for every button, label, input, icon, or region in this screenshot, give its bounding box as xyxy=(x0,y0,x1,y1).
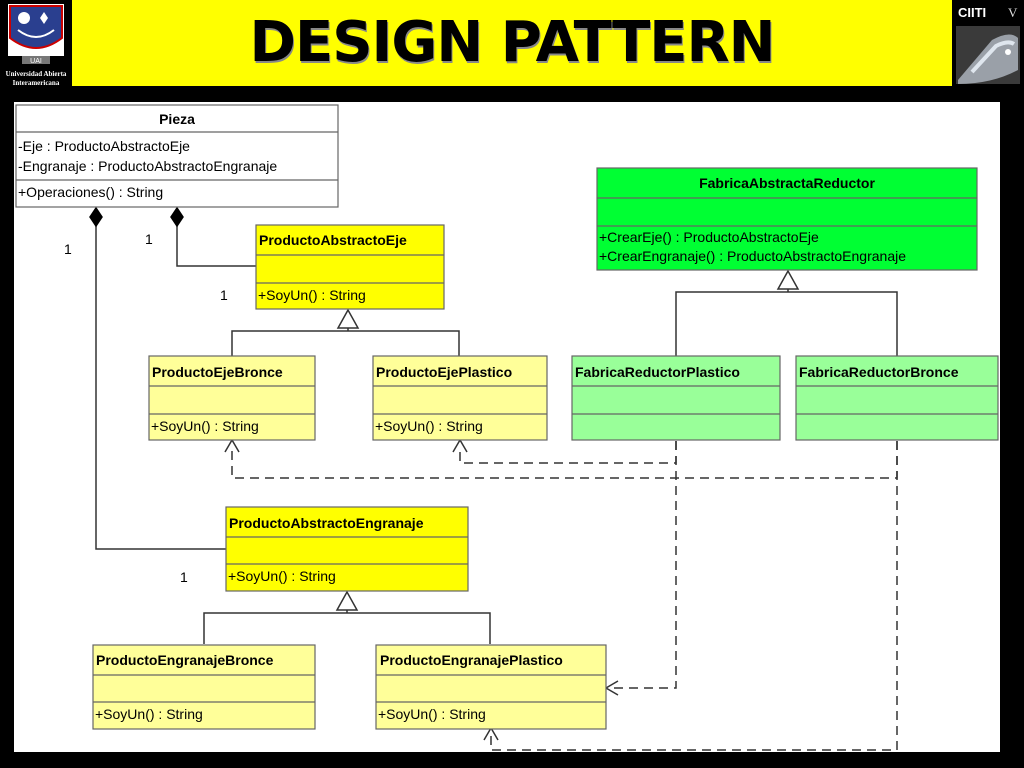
page-title: DESIGN PATTERN xyxy=(249,10,775,75)
multiplicity-label: 1 xyxy=(145,231,153,247)
class-name: ProductoEngranajeBronce xyxy=(96,652,274,668)
class-box-fabrica-abstracta-reductor: FabricaAbstractaReductor +CrearEje() : P… xyxy=(596,167,978,271)
inheritance-arrow-fabrica xyxy=(776,269,800,290)
uml-diagram: 1 1 1 1 Pieza -Eje : ProductoAbstractoEj… xyxy=(15,104,999,751)
multiplicity-label: 1 xyxy=(64,241,72,257)
multiplicity-label: 1 xyxy=(180,569,188,585)
inheritance-arrow-eje xyxy=(336,308,360,329)
class-box-fabrica-reductor-plastico: FabricaReductorPlastico xyxy=(571,355,781,441)
composition-link-engranaje xyxy=(95,222,226,550)
composition-link-eje xyxy=(176,222,256,267)
class-name: FabricaAbstractaReductor xyxy=(699,175,875,191)
uml-diagram-canvas: 1 1 1 1 Pieza -Eje : ProductoAbstractoEj… xyxy=(14,102,1000,752)
class-attribute: -Engranaje : ProductoAbstractoEngranaje xyxy=(18,158,277,174)
class-box-pieza: Pieza -Eje : ProductoAbstractoEje -Engra… xyxy=(15,104,339,208)
class-method: +SoyUn() : String xyxy=(378,706,486,722)
class-box-producto-abstracto-engranaje: ProductoAbstractoEngranaje +SoyUn() : St… xyxy=(225,506,469,592)
ciiti-logo-text: CIITI xyxy=(958,5,986,20)
inheritance-link-fabrica xyxy=(675,291,898,356)
dependency-bronce-to-eje-bronce xyxy=(231,441,898,479)
university-name-line1: Universidad Abierta xyxy=(6,70,67,78)
class-name: ProductoAbstractoEje xyxy=(259,232,407,248)
dependency-arrowhead-eje-plastico xyxy=(452,438,468,453)
dependency-plastico-to-eje-plastico xyxy=(459,441,677,464)
class-box-producto-engranaje-bronce: ProductoEngranajeBronce +SoyUn() : Strin… xyxy=(92,644,316,730)
dependency-plastico-to-engranaje-plastico xyxy=(610,441,677,689)
ciiti-logo-suffix: V xyxy=(1008,5,1018,20)
class-box-producto-eje-plastico: ProductoEjePlastico +SoyUn() : String xyxy=(372,355,548,441)
university-seal-icon: UAI Universidad Abierta Interamericana xyxy=(6,4,67,87)
class-method: +Operaciones() : String xyxy=(18,184,163,200)
inheritance-link-engranaje xyxy=(203,612,491,644)
header-bar: DESIGN PATTERN xyxy=(72,0,952,86)
dependency-arrowhead-eje-bronce xyxy=(224,438,240,453)
inheritance-arrow-engranaje xyxy=(335,590,359,611)
class-method: +CrearEngranaje() : ProductoAbstractoEng… xyxy=(599,248,906,264)
class-method: +CrearEje() : ProductoAbstractoEje xyxy=(599,229,819,245)
class-attribute: -Eje : ProductoAbstractoEje xyxy=(18,138,190,154)
class-box-producto-engranaje-plastico: ProductoEngranajePlastico +SoyUn() : Str… xyxy=(375,644,607,730)
class-name: FabricaReductorPlastico xyxy=(575,364,740,380)
class-box-producto-abstracto-eje: ProductoAbstractoEje +SoyUn() : String xyxy=(255,224,445,310)
class-name: ProductoEjeBronce xyxy=(152,364,283,380)
class-method: +SoyUn() : String xyxy=(95,706,203,722)
class-box-producto-eje-bronce: ProductoEjeBronce +SoyUn() : String xyxy=(148,355,316,441)
university-logo: UAI Universidad Abierta Interamericana xyxy=(0,0,72,88)
composition-diamond-eje xyxy=(170,206,184,228)
class-name: Pieza xyxy=(159,111,195,127)
ciiti-logo: CIITI V xyxy=(952,0,1024,88)
train-icon: CIITI V xyxy=(956,5,1020,84)
dependency-bronce-to-engranaje-bronce xyxy=(490,441,898,751)
class-box-fabrica-reductor-bronce: FabricaReductorBronce xyxy=(795,355,999,441)
class-name: ProductoEngranajePlastico xyxy=(380,652,563,668)
class-name: FabricaReductorBronce xyxy=(799,364,959,380)
class-name: ProductoAbstractoEngranaje xyxy=(229,515,424,531)
multiplicity-label: 1 xyxy=(220,287,228,303)
class-method: +SoyUn() : String xyxy=(258,287,366,303)
class-method: +SoyUn() : String xyxy=(375,418,483,434)
inheritance-link-eje xyxy=(231,330,460,356)
class-method: +SoyUn() : String xyxy=(228,568,336,584)
class-method: +SoyUn() : String xyxy=(151,418,259,434)
university-name-line2: Interamericana xyxy=(13,79,60,87)
class-name: ProductoEjePlastico xyxy=(376,364,512,380)
composition-diamond-engranaje xyxy=(89,206,103,228)
seal-lettering: UAI xyxy=(30,58,42,65)
